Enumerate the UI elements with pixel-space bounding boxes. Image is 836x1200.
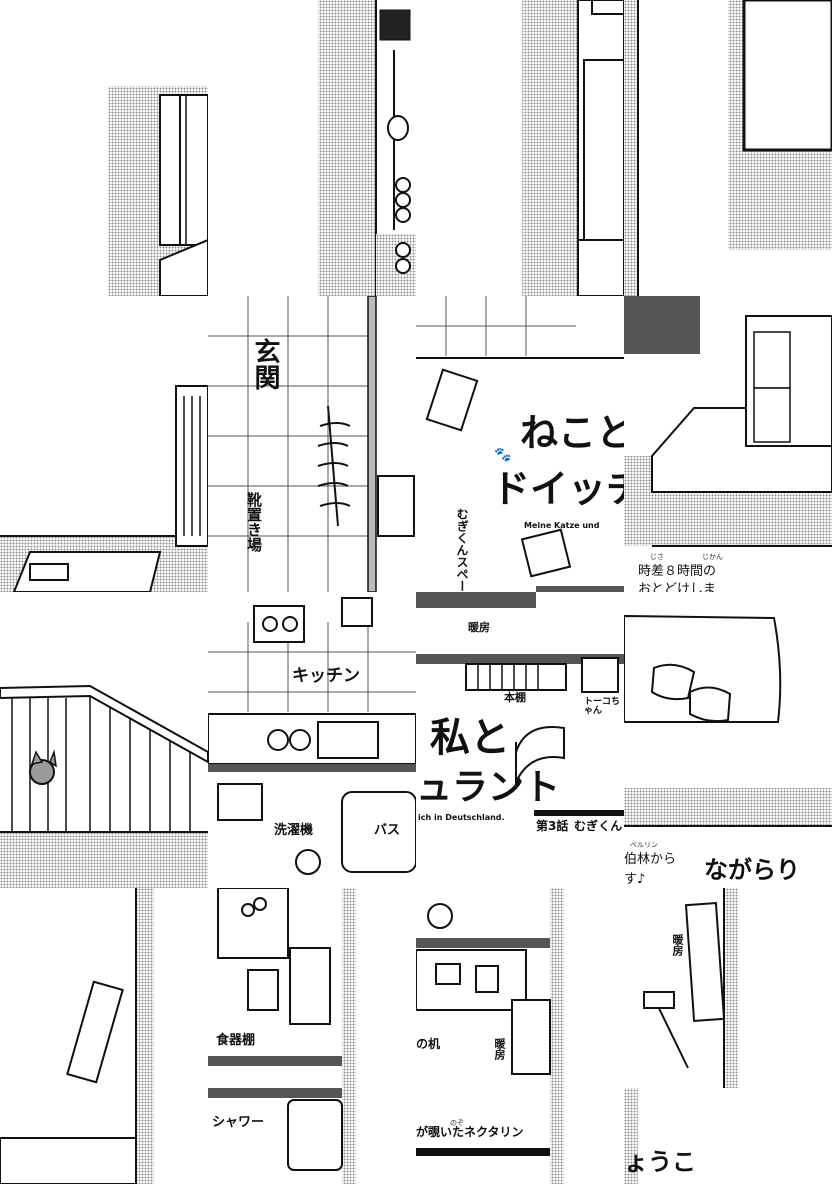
author-name-part1: ながらり <box>704 856 800 884</box>
label-bath: バス <box>374 823 401 838</box>
dining-shower-drawing <box>208 888 356 1184</box>
author-name-part2: ょうこ <box>624 1148 696 1176</box>
room-wall-drawing <box>108 86 208 296</box>
intro-line3: 伯林から <box>624 852 677 867</box>
title-subtitle: Meine Katze und <box>524 521 600 530</box>
label-genkan: 玄関 <box>250 338 280 390</box>
label-sentakuki: 洗濯機 <box>274 823 314 838</box>
label-shokkidana: 食器棚 <box>216 1033 256 1048</box>
label-mugi-space: むぎくんスペース <box>455 508 469 592</box>
hallway-drawing <box>318 0 416 296</box>
title-subtitle-2: ich in Deutschland. <box>418 813 505 822</box>
lower-hallway-drawing <box>0 888 154 1184</box>
episode-number: 第3話 <box>536 819 569 833</box>
intro-line2: おとどけしま <box>638 582 717 592</box>
episode-name: むぎくん <box>574 819 623 833</box>
tile-r3c2: キッチン 洗濯機 バス <box>208 592 416 888</box>
label-danbo-1: 暖房 <box>468 621 490 634</box>
intro-line1: 時差８時間の <box>638 564 717 579</box>
tile-r2c1 <box>0 296 208 592</box>
episode-ruby-nozo: のぞ <box>450 1119 464 1127</box>
bedroom-corner-drawing <box>624 0 832 296</box>
svg-text:🐾: 🐾 <box>494 447 511 463</box>
sofa-drawing <box>624 296 832 547</box>
label-tohko: トーコちゃん <box>584 697 621 716</box>
intro-line4: す♪ <box>624 872 646 887</box>
episode-tagline: が覗いたネクタリン <box>416 1125 524 1139</box>
tile-r2c4: じさ じかん 時差８時間の おとどけしま <box>624 296 832 592</box>
label-danbo-2: 暖房 <box>493 1038 506 1060</box>
bookshelf-drawing <box>416 592 624 816</box>
tile-r1c4 <box>624 0 832 296</box>
kitchen-drawing <box>208 597 416 875</box>
label-hondana: 本棚 <box>504 691 526 704</box>
couch-floor-drawing <box>624 614 832 827</box>
tile-r4c1 <box>0 888 208 1184</box>
tile-r3c1 <box>0 592 208 888</box>
intro-ruby-berlin: ベルリン <box>630 841 658 849</box>
tile-r3c3: 暖房 本棚 トーコちゃん 私と ュラント ich in Deutschland.… <box>416 592 624 888</box>
title-line1: ねこと <box>520 411 624 455</box>
tile-r4c2: 食器棚 シャワー <box>208 888 416 1184</box>
tile-r4c3: の机 暖房 のぞ が覗いたネクタリン <box>416 888 624 1184</box>
tile-r3c4: ベルリン 伯林から す♪ ながらり <box>624 592 832 888</box>
title-room-drawing: 🐾 <box>416 296 624 592</box>
tile-r1c1 <box>0 0 208 296</box>
title-line2: ドイッチ <box>492 467 624 511</box>
entrance-floor-drawing <box>208 296 415 592</box>
label-shower: シャワー <box>212 1115 265 1130</box>
intro-ruby-jisa: じさ <box>650 553 664 561</box>
title-line4: ュラント <box>416 767 561 808</box>
tile-r4c4: 暖房 ょうこ <box>624 888 832 1184</box>
doorway-drawing <box>0 385 208 592</box>
label-kitchen: キッチン <box>292 666 360 686</box>
staircase-drawing <box>0 684 208 888</box>
closet-drawing <box>522 0 624 296</box>
tile-r1c3 <box>416 0 624 296</box>
label-danbo-3: 暖房 <box>671 934 684 956</box>
label-kutsuoki: 靴置き場 <box>245 492 263 552</box>
title-line3: 私と <box>430 715 510 761</box>
intro-ruby-jikan: じかん <box>702 553 723 561</box>
tile-r2c3: 🐾 ねこと ドイッチ Meine Katze und むぎくんスペース <box>416 296 624 592</box>
tile-r1c2 <box>208 0 416 296</box>
desk-drawing <box>416 888 564 1184</box>
tile-r2c2: 玄関 靴置き場 <box>208 296 416 592</box>
label-tsukue: の机 <box>416 1037 441 1051</box>
heater-corner-drawing <box>624 888 738 1184</box>
